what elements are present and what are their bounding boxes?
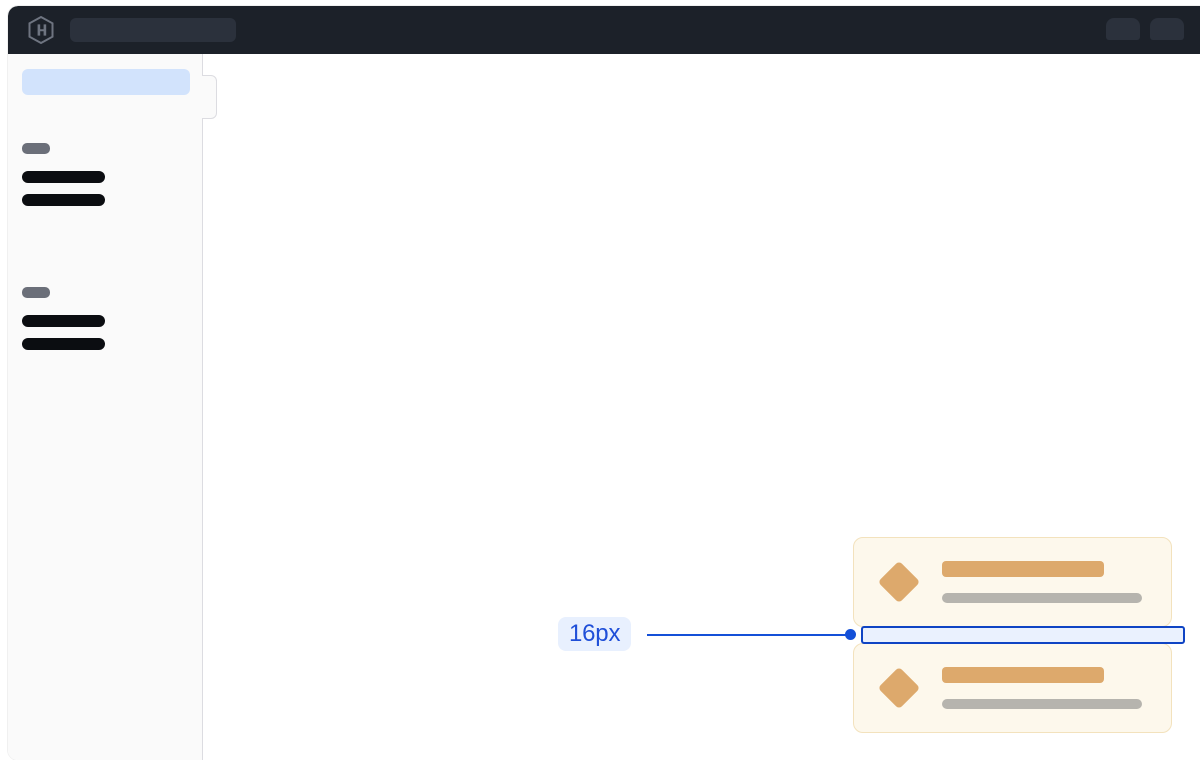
spacing-value-badge: 16px	[558, 617, 632, 651]
card-stack	[853, 537, 1172, 733]
sidebar-item-2-1[interactable]	[22, 315, 105, 327]
sidebar-item-2-2[interactable]	[22, 338, 105, 350]
sidebar-item-active[interactable]	[22, 69, 190, 95]
card-text-block	[942, 561, 1142, 603]
card-subtitle	[942, 699, 1142, 709]
diamond-icon	[877, 560, 921, 604]
global-search-skeleton[interactable]	[70, 18, 236, 42]
diamond-icon	[877, 666, 921, 710]
hexagon-h-logo-icon[interactable]	[28, 16, 54, 44]
sidebar	[8, 54, 203, 760]
main-canvas: 16px	[204, 54, 1200, 760]
measurement-leader-line	[647, 634, 854, 636]
info-card[interactable]	[853, 537, 1172, 627]
window-frame: 16px	[8, 6, 1200, 760]
sidebar-group-1	[22, 143, 105, 206]
card-text-block	[942, 667, 1142, 709]
avatar-placeholder[interactable]	[1150, 18, 1184, 40]
account-placeholder[interactable]	[1106, 18, 1140, 40]
info-card[interactable]	[853, 643, 1172, 733]
app-body: 16px	[8, 54, 1200, 760]
spacing-highlight-region	[861, 626, 1185, 644]
sidebar-group-2	[22, 287, 105, 350]
sidebar-group-1-label	[22, 143, 50, 154]
sidebar-item-1-1[interactable]	[22, 171, 105, 183]
card-subtitle	[942, 593, 1142, 603]
topbar-right-controls	[1106, 18, 1184, 40]
sidebar-collapse-handle[interactable]	[202, 75, 217, 119]
card-title	[942, 667, 1104, 683]
measurement-leader-dot	[845, 629, 856, 640]
top-navigation-bar	[8, 6, 1200, 54]
card-title	[942, 561, 1104, 577]
sidebar-group-2-label	[22, 287, 50, 298]
sidebar-item-1-2[interactable]	[22, 194, 105, 206]
